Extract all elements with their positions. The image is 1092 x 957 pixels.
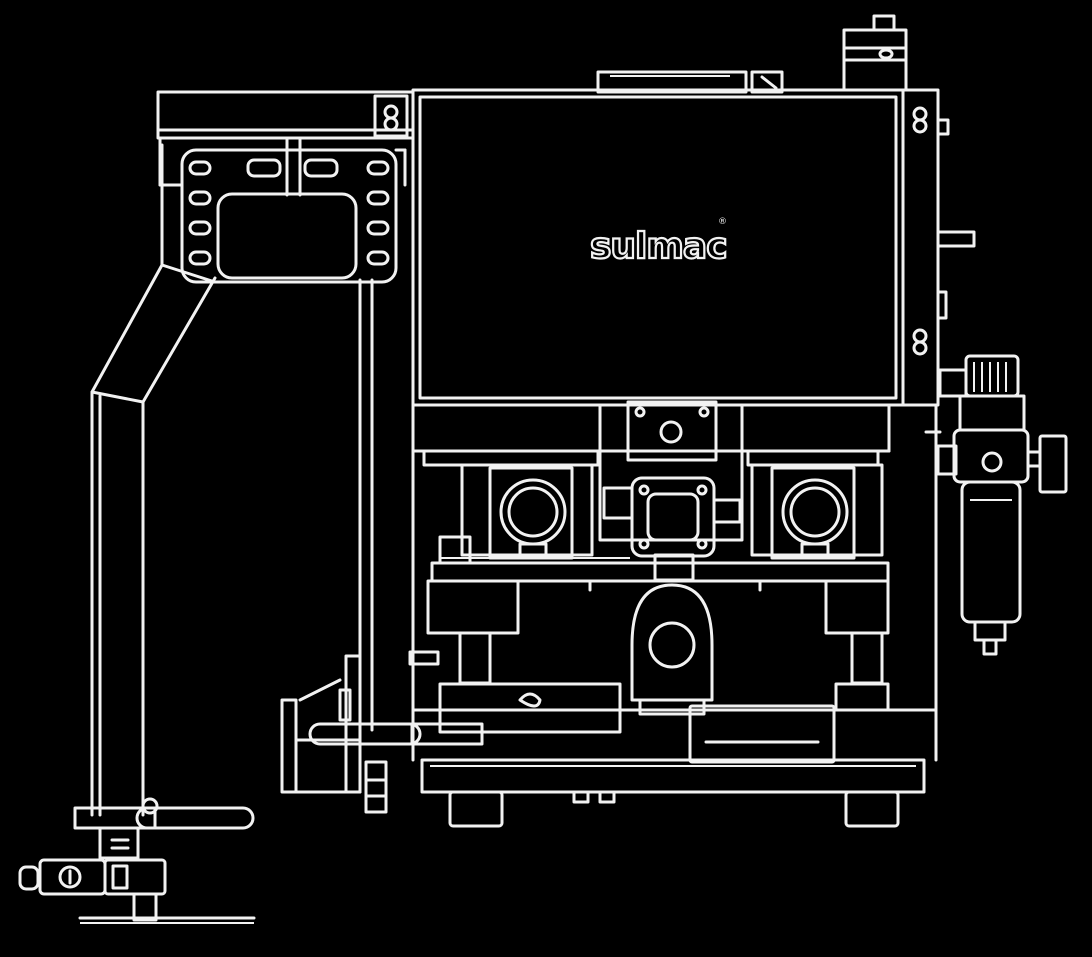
air-filter-regulator bbox=[924, 354, 1068, 656]
brand-logo: sulmac bbox=[590, 226, 727, 267]
registered-mark: ® bbox=[718, 217, 727, 227]
base-frame bbox=[420, 758, 926, 828]
valve-handle-assembly bbox=[280, 650, 484, 814]
left-arm-assembly bbox=[18, 90, 415, 924]
tank-housing: sulmac ® bbox=[411, 14, 976, 407]
pump-assembly bbox=[411, 400, 938, 764]
